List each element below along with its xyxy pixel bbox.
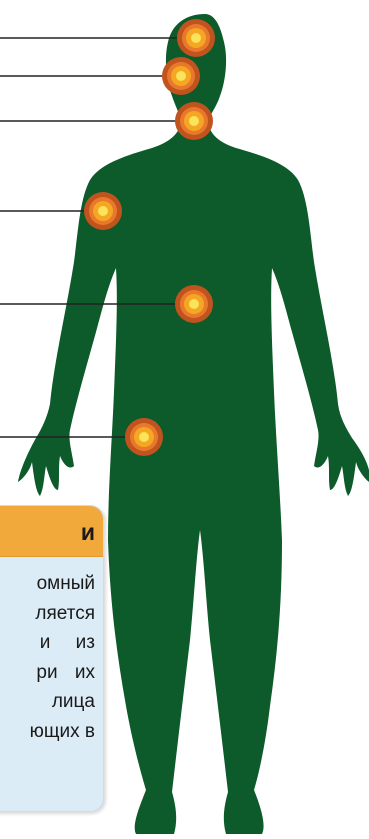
info-box-line: и из — [0, 628, 95, 658]
marker-shoulder — [84, 192, 122, 230]
info-box: и омный ляется и из ри их лица ющих в — [0, 505, 104, 812]
marker-head-top — [177, 19, 215, 57]
info-box-line: ющих в — [0, 717, 95, 747]
marker-head-side — [162, 57, 200, 95]
marker-hip — [125, 418, 163, 456]
info-box-line: лица — [0, 687, 95, 717]
info-box-header: и — [0, 506, 103, 557]
info-box-line: ри их — [0, 658, 95, 688]
info-box-title: и — [81, 520, 95, 544]
info-box-line: ляется — [0, 599, 95, 629]
info-box-text: омный ляется и из ри их лица ющих в — [0, 569, 95, 746]
marker-neck — [175, 102, 213, 140]
marker-chest — [175, 285, 213, 323]
info-box-line: омный — [0, 569, 95, 599]
